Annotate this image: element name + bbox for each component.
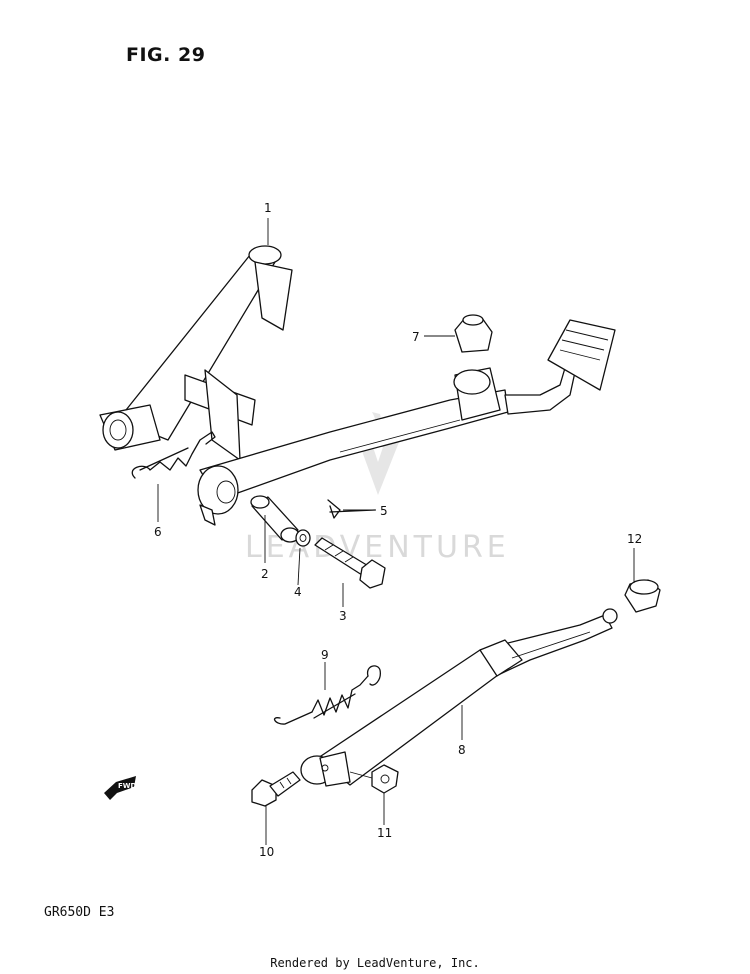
callout-numbers: 1 2 3 4 5 6 7 8 9 10 11 12	[154, 201, 642, 859]
side-stand-nut[interactable]	[371, 764, 399, 794]
side-stand-bolt[interactable]	[251, 771, 301, 807]
callout-4: 4	[294, 585, 302, 599]
cotter-pin[interactable]	[327, 499, 376, 519]
pivot-bolt[interactable]	[314, 537, 386, 589]
callout-11: 11	[377, 826, 392, 840]
bushing[interactable]	[250, 495, 300, 543]
side-stand-rubber[interactable]	[624, 579, 661, 613]
callout-5: 5	[380, 504, 388, 518]
callout-12: 12	[627, 532, 642, 546]
model-code: GR650D E3	[44, 905, 115, 920]
rubber-stopper[interactable]	[454, 314, 493, 353]
side-stand-spring[interactable]	[273, 665, 381, 725]
callout-10: 10	[259, 845, 274, 859]
callout-3: 3	[339, 609, 347, 623]
fwd-label: FWD	[118, 782, 137, 790]
callout-8: 8	[458, 743, 466, 757]
footer-credit: Rendered by LeadVenture, Inc.	[270, 956, 480, 970]
callout-1: 1	[264, 201, 272, 215]
callout-9: 9	[321, 648, 329, 662]
side-stand[interactable]	[300, 608, 618, 787]
washer[interactable]	[295, 529, 311, 547]
callout-7: 7	[412, 330, 420, 344]
callout-2: 2	[261, 567, 269, 581]
figure-title: FIG. 29	[126, 44, 206, 66]
callout-6: 6	[154, 525, 162, 539]
main-stand[interactable]	[99, 245, 616, 526]
leader-lines	[157, 218, 635, 845]
stand-spring[interactable]	[131, 431, 216, 479]
forward-direction-arrow: FWD	[104, 776, 137, 800]
